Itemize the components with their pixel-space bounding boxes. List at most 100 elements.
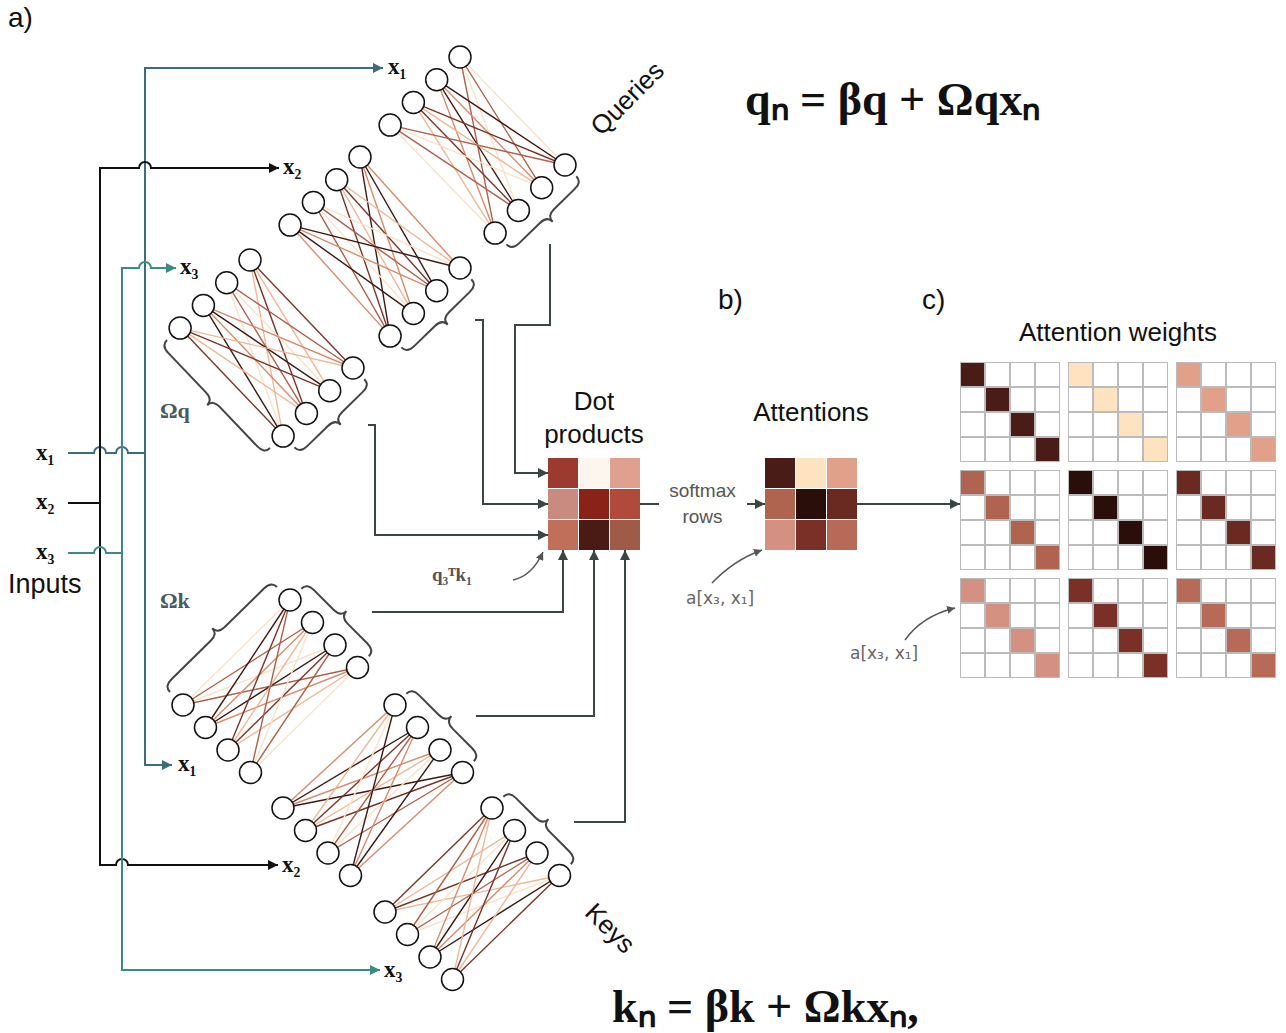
- neuron: [192, 294, 214, 316]
- neuron: [429, 739, 451, 761]
- matrix-cell: [1251, 362, 1276, 387]
- matrix-cell: [1068, 387, 1093, 412]
- matrix-cell: [1201, 603, 1226, 628]
- leader-line: [513, 552, 543, 580]
- matrix-cell: [827, 520, 857, 550]
- neuron: [216, 272, 238, 294]
- key-network: x₂: [270, 692, 476, 890]
- matrix-cell: [765, 458, 795, 488]
- matrix-cell: [1035, 578, 1060, 603]
- neuron: [531, 177, 553, 199]
- neuron: [402, 302, 424, 324]
- weight-line: [385, 808, 492, 912]
- matrix-cell: [960, 628, 985, 653]
- matrix-cell: [1035, 653, 1060, 678]
- matrix-cell: [1176, 628, 1201, 653]
- neuron: [397, 924, 419, 946]
- matrix-cell: [1035, 495, 1060, 520]
- matrix-cell: [1118, 387, 1143, 412]
- matrix-cell: [1143, 412, 1168, 437]
- attention-weight-matrix: [960, 470, 1060, 570]
- matrix-cell: [1035, 387, 1060, 412]
- matrix-cell: [985, 628, 1010, 653]
- matrix-cell: [1176, 495, 1201, 520]
- neuron: [507, 199, 529, 221]
- matrix-cell: [765, 520, 795, 550]
- matrix-cell: [1201, 578, 1226, 603]
- matrix-cell: [985, 412, 1010, 437]
- node-label: Ωk: [160, 588, 190, 614]
- attention-weight-matrix: [1068, 578, 1168, 678]
- matrix-cell: [1143, 545, 1168, 570]
- brace: [503, 794, 573, 864]
- node-label: x₃: [384, 957, 402, 983]
- weight-line: [453, 808, 493, 980]
- matrix-cell: [1176, 412, 1201, 437]
- neuron: [402, 91, 424, 113]
- matrix-cell: [1068, 603, 1093, 628]
- matrix-cell: [960, 545, 985, 570]
- matrix-cell: [1201, 495, 1226, 520]
- matrix-cell: [1176, 387, 1201, 412]
- node-label: x₂: [282, 852, 300, 878]
- neuron: [504, 820, 526, 842]
- matrix-cell: [1226, 495, 1251, 520]
- matrix-cell: [765, 489, 795, 519]
- matrix-cell: [1201, 412, 1226, 437]
- matrix-cell: [610, 458, 640, 488]
- matrix-cell: [1226, 628, 1251, 653]
- weight-line: [351, 728, 418, 876]
- neuron: [384, 694, 406, 716]
- matrix-cell: [1010, 653, 1035, 678]
- matrix-cell: [1010, 578, 1035, 603]
- matrix-cell: [796, 458, 826, 488]
- neuron: [239, 249, 261, 271]
- matrix-cell: [1118, 412, 1143, 437]
- neuron: [217, 739, 239, 761]
- matrix-cell: [1226, 545, 1251, 570]
- matrix-cell: [1251, 437, 1276, 462]
- matrix-cell: [985, 495, 1010, 520]
- brace: [506, 176, 578, 247]
- neuron: [442, 969, 464, 991]
- matrix-cell: [1068, 545, 1093, 570]
- matrix-cell: [610, 489, 640, 519]
- query-network: x₃Ωq: [168, 248, 368, 450]
- neuron: [426, 280, 448, 302]
- matrix-cell: [1143, 387, 1168, 412]
- label: q₃ᵀk₁: [432, 564, 472, 586]
- neuron: [169, 317, 191, 339]
- matrix-cell: [1068, 437, 1093, 462]
- neuron: [195, 717, 217, 739]
- attention-weight-matrix: [1068, 362, 1168, 462]
- matrix-cell: [1201, 545, 1226, 570]
- matrix-cell: [1093, 362, 1118, 387]
- input-wire: [68, 547, 122, 553]
- matrix-cell: [1118, 520, 1143, 545]
- neuron: [319, 380, 341, 402]
- matrix-cell: [1176, 437, 1201, 462]
- matrix-cell: [985, 362, 1010, 387]
- matrix-cell: [985, 578, 1010, 603]
- weight-line: [290, 225, 390, 336]
- matrix-cell: [1118, 628, 1143, 653]
- matrix-cell: [960, 578, 985, 603]
- node-label: Ωq: [160, 398, 190, 424]
- matrix-cell: [985, 520, 1010, 545]
- matrix-cell: [1143, 653, 1168, 678]
- matrix-cell: [1118, 362, 1143, 387]
- neuron: [302, 612, 324, 634]
- weight-line: [453, 876, 560, 980]
- connector: [574, 550, 625, 822]
- weight-line: [390, 125, 495, 233]
- input-wire: [122, 553, 380, 970]
- neuron: [379, 114, 401, 136]
- matrix-cell: [1093, 653, 1118, 678]
- neuron: [324, 634, 346, 656]
- weight-line: [453, 831, 515, 980]
- input-wire: [68, 447, 145, 453]
- neuron: [419, 946, 441, 968]
- matrix-cell: [1226, 412, 1251, 437]
- weight-line: [390, 125, 565, 165]
- matrix-cell: [1010, 545, 1035, 570]
